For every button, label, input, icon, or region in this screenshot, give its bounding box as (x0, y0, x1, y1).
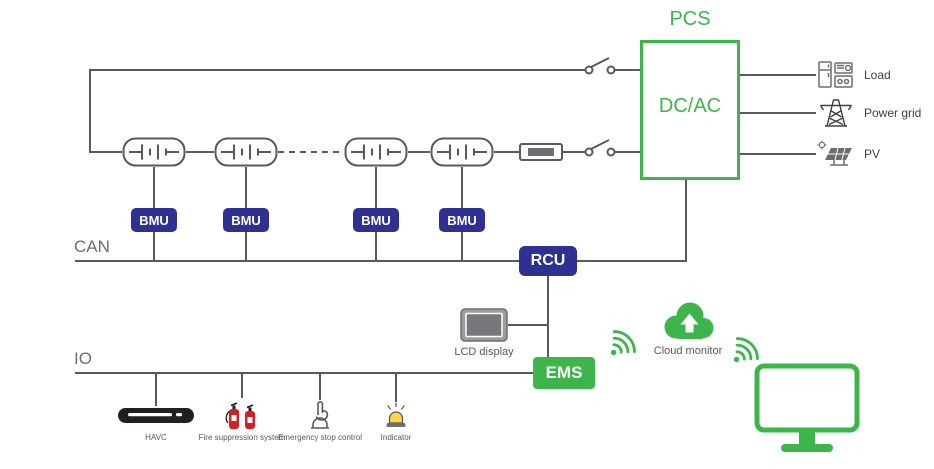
dcac-converter-label: DC/AC (658, 95, 722, 117)
switch-icon (584, 139, 616, 157)
power-grid-label: Power grid (864, 106, 922, 120)
wifi-signal-icon (610, 330, 636, 356)
load-label: Load (864, 68, 891, 82)
pv-icon (817, 140, 852, 166)
power-grid-icon (819, 99, 853, 127)
wifi-signal-icon (733, 337, 759, 363)
pv-label: PV (864, 147, 881, 161)
switch-icon (584, 57, 616, 75)
hvac-icon (118, 408, 194, 423)
lcd-display-label: LCD display (454, 346, 514, 358)
load-icon (818, 61, 853, 88)
emergency-stop-label: Emergency stop control (277, 433, 363, 442)
rcu-box: RCU (519, 246, 577, 276)
pcs-title: PCS (669, 8, 711, 30)
hvac-label: HAVC (145, 433, 167, 442)
emergency-stop-icon (311, 401, 329, 429)
battery-cell-icon (430, 137, 494, 167)
battery-cell-icon (344, 137, 408, 167)
bmu-box: BMU (223, 208, 269, 232)
pcs-box: DC/AC (640, 40, 740, 180)
fuse-icon (519, 143, 563, 161)
ems-box: EMS (533, 357, 595, 389)
battery-cell-icon (214, 137, 278, 167)
fire-suppression-label: Fire suppression system (198, 433, 286, 442)
can-bus-label: CAN (74, 237, 110, 256)
battery-cell-icon (122, 137, 186, 167)
bmu-box: BMU (131, 208, 177, 232)
cloud-monitor-label: Cloud monitor (653, 345, 723, 357)
fire-suppression-icon (225, 402, 255, 429)
io-bus-label: IO (74, 349, 92, 368)
cloud-upload-icon (664, 302, 714, 339)
bmu-box: BMU (439, 208, 485, 232)
lcd-display-icon (460, 308, 508, 342)
indicator-icon (386, 402, 406, 427)
monitor-icon (754, 363, 860, 452)
bmu-box: BMU (353, 208, 399, 232)
indicator-label: Indicator (380, 433, 412, 442)
